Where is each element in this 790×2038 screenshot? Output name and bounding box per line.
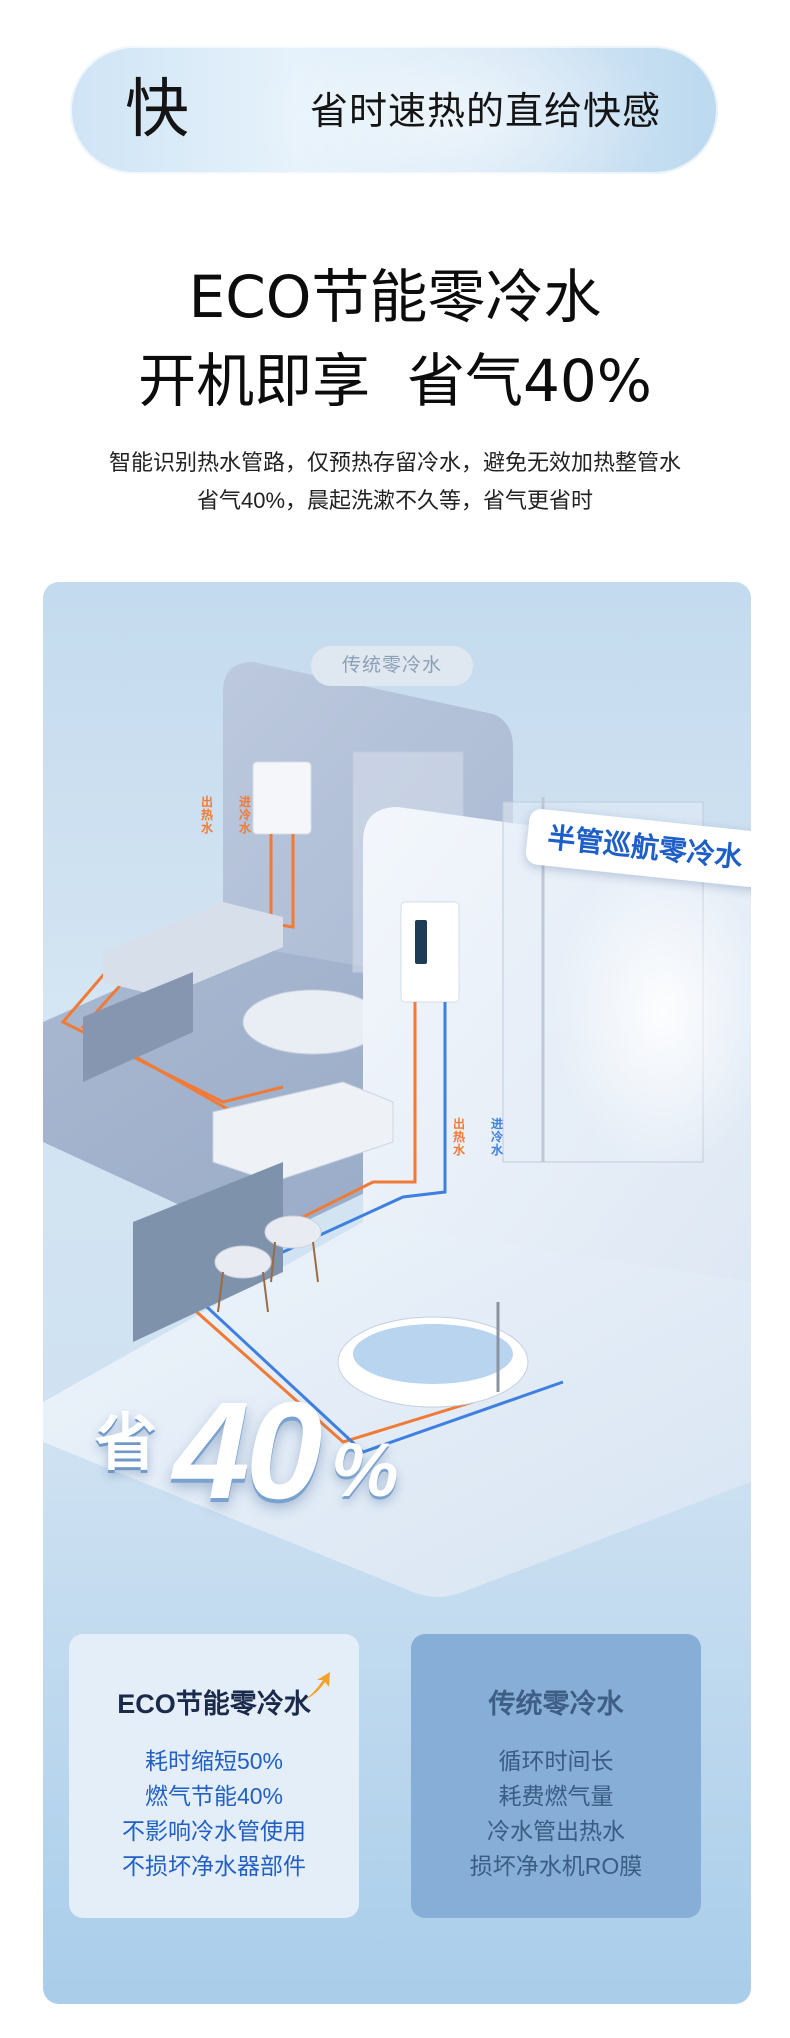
pipe-label-back-in: 进冷水 <box>239 795 252 835</box>
headline-line-2: 开机即享 省气40% <box>138 347 652 415</box>
description-line-2: 省气40%，晨起洗漱不久等，省气更省时 <box>196 488 594 513</box>
list-item: 耗费燃气量 <box>498 1783 614 1809</box>
eco-comparison-box: ECO节能零冷水 耗时缩短50% 燃气节能40% 不影响冷水管使用 不损坏净水器… <box>69 1634 359 1918</box>
list-item: 不影响冷水管使用 <box>122 1818 306 1844</box>
orange-up-arrow-icon <box>305 1672 330 1700</box>
banner-char: 快 <box>125 73 189 147</box>
pipe-label-back-out: 出热水 <box>201 795 214 835</box>
description-line-1: 智能识别热水管路，仅预热存留冷水，避免无效加热整管水 <box>108 450 681 475</box>
list-item: 损坏净水机RO膜 <box>469 1853 643 1879</box>
traditional-comparison-box: 传统零冷水 循环时间长 耗费燃气量 冷水管出热水 损坏净水机RO膜 <box>411 1634 701 1918</box>
pipe-label-front-in: 进冷水 <box>491 1117 504 1157</box>
traditional-drawback-list: 循环时间长 耗费燃气量 冷水管出热水 损坏净水机RO膜 <box>411 1744 701 1884</box>
eco-box-title: ECO节能零冷水 <box>117 1689 311 1719</box>
headline-line-1: ECO节能零冷水 <box>188 263 602 331</box>
list-item: 循环时间长 <box>498 1748 614 1774</box>
save-percent: % <box>331 1428 399 1513</box>
list-item: 燃气节能40% <box>144 1783 284 1809</box>
save-char: 省 <box>95 1409 158 1478</box>
list-item: 耗时缩短50% <box>144 1748 284 1774</box>
bathroom-scene-illustration <box>43 662 751 1597</box>
list-item: 冷水管出热水 <box>487 1818 625 1844</box>
eco-benefit-list: 耗时缩短50% 燃气节能40% 不影响冷水管使用 不损坏净水器部件 <box>69 1744 359 1884</box>
top-banner: 快 省时速热的直给快感 <box>70 46 718 174</box>
save-number: 40 <box>173 1374 322 1528</box>
traditional-zero-cold-label: 传统零冷水 <box>311 646 473 686</box>
list-item: 不损坏净水器部件 <box>122 1853 306 1879</box>
illustration-card: 出热水 进冷水 出热水 进冷水 传统零冷水 半管巡航零冷水 省 40 % ECO… <box>43 582 751 2004</box>
pipe-label-front-out: 出热水 <box>453 1117 466 1157</box>
traditional-box-title: 传统零冷水 <box>488 1689 624 1719</box>
banner-subtitle: 省时速热的直给快感 <box>310 91 662 133</box>
